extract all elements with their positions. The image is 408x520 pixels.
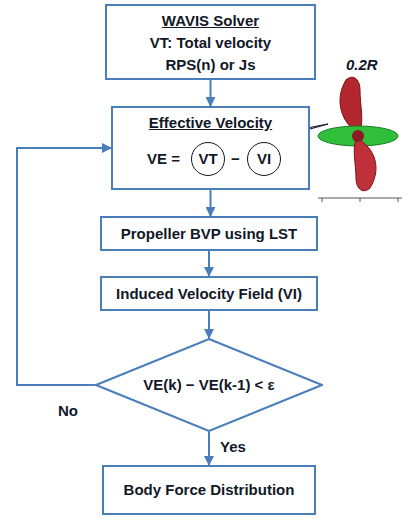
box-heading: WAVIS Solver <box>107 12 314 30</box>
propeller-figure <box>318 77 402 202</box>
box-heading: Effective Velocity <box>113 114 308 132</box>
process-box: WAVIS SolverVT: Total velocityRPS(n) or … <box>105 4 316 80</box>
box-text: RPS(n) or Js <box>107 56 314 74</box>
minus-sign: − <box>229 150 242 168</box>
propeller-blade <box>354 140 376 191</box>
diamond-shape <box>96 339 322 431</box>
flow-arrow <box>210 190 212 216</box>
circled-term: VT <box>191 142 225 176</box>
dimension-label: 0.2R <box>344 56 380 74</box>
axis-tick <box>398 198 399 202</box>
flow-arrow <box>17 148 111 385</box>
decision-diamond: VE(k) − VE(k-1) < ε <box>95 338 323 432</box>
equation-text: VE = <box>147 150 180 168</box>
flow-arrow <box>208 251 210 276</box>
axis-tick <box>322 198 323 202</box>
edge-label: No <box>56 402 80 420</box>
box-text: VT: Total velocity <box>107 34 314 52</box>
decision-text: VE(k) − VE(k-1) < ε <box>143 376 274 394</box>
flow-arrow <box>208 432 210 465</box>
process-box: Propeller BVP using LST <box>100 216 318 251</box>
propeller-blade <box>340 77 362 132</box>
flow-arrow <box>208 311 210 338</box>
propeller-hub <box>352 130 364 142</box>
process-box: Induced Velocity Field (VI) <box>100 276 318 311</box>
term-text: VI <box>257 150 271 168</box>
axis-tick <box>360 198 361 202</box>
box-text: Propeller BVP using LST <box>121 225 297 243</box>
process-box: Effective Velocity VE = VT VI− <box>111 106 310 190</box>
box-text: Body Force Distribution <box>124 481 295 499</box>
flow-arrow <box>210 80 212 106</box>
edge-label: Yes <box>218 438 248 456</box>
circled-term: VI <box>247 142 281 176</box>
process-box: Body Force Distribution <box>102 465 316 515</box>
box-text: Induced Velocity Field (VI) <box>116 285 302 303</box>
term-text: VT <box>198 150 217 168</box>
